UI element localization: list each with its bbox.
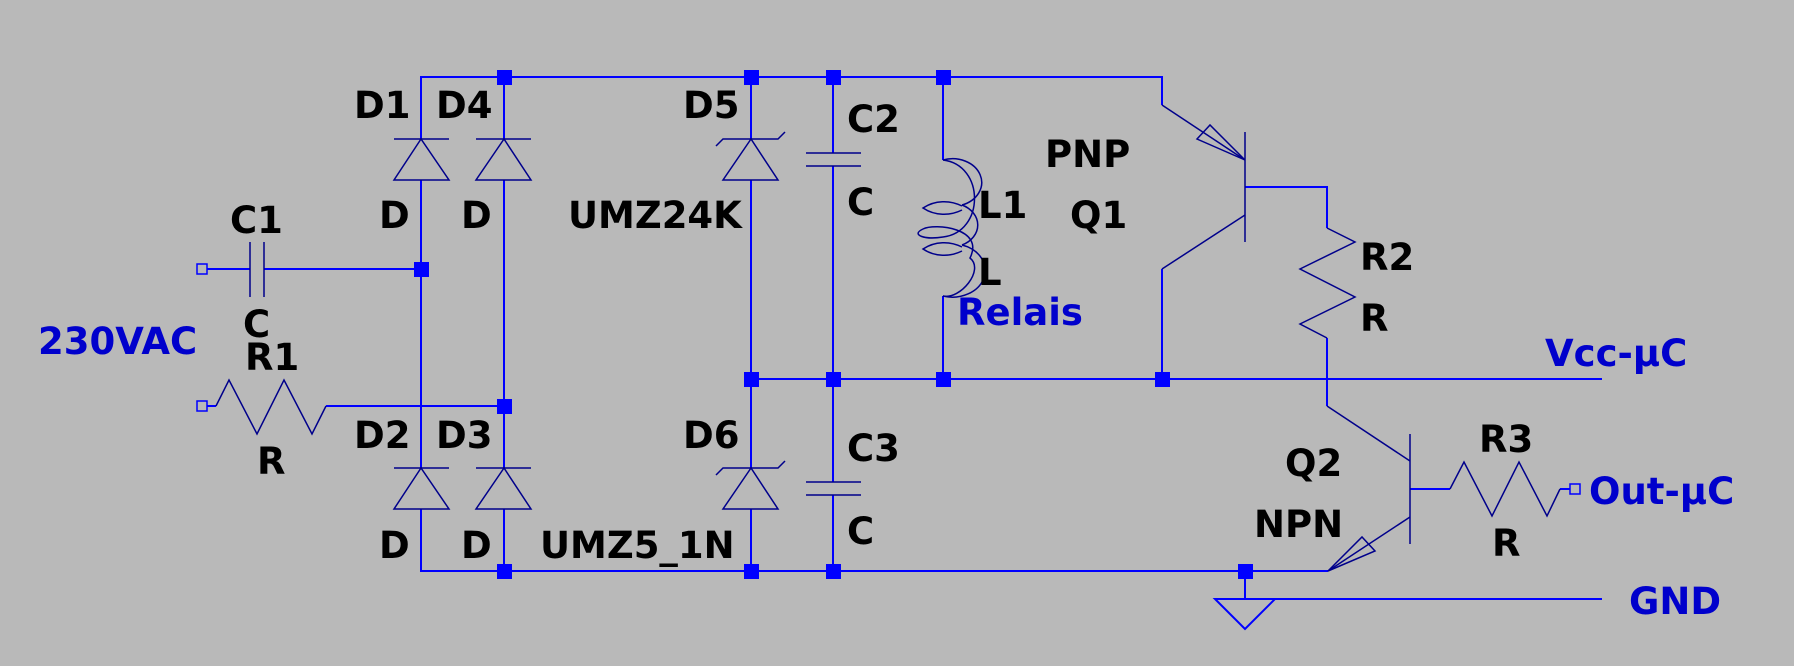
wire-d2-bottom[interactable]: [420, 509, 504, 572]
resistor-r2[interactable]: [1298, 227, 1357, 339]
label-c3-ref: C3: [847, 427, 900, 470]
diode-triangle-icon: [474, 137, 533, 181]
label-c2-ref: C2: [847, 98, 900, 141]
label-r1-ref: R1: [245, 336, 299, 379]
label-d1-value: D: [379, 194, 410, 237]
transistor-q1[interactable]: [1161, 104, 1246, 270]
label-c3-value: C: [847, 510, 874, 553]
label-r2-value: R: [1360, 297, 1389, 340]
net-label-out: Out-µC: [1589, 470, 1734, 513]
zener-d5[interactable]: [715, 131, 786, 181]
label-c2-value: C: [847, 181, 874, 224]
label-d5-ref: D5: [683, 84, 739, 127]
port-out-uc[interactable]: [1569, 483, 1581, 495]
diode-d4[interactable]: [474, 137, 533, 181]
junction: [826, 70, 841, 85]
transistor-collector: [1326, 405, 1411, 462]
capacitor-c1[interactable]: [249, 242, 265, 297]
diode-triangle-icon: [474, 466, 533, 510]
diode-d3[interactable]: [474, 466, 533, 510]
label-q2-ref: Q2: [1285, 442, 1342, 485]
label-r3-ref: R3: [1479, 418, 1533, 461]
label-d4-value: D: [461, 194, 492, 237]
junction: [936, 70, 951, 85]
transistor-q2[interactable]: [1326, 405, 1411, 572]
label-d1-ref: D1: [354, 84, 410, 127]
label-d2-ref: D2: [354, 414, 410, 457]
label-d6-value: UMZ5_1N: [540, 524, 735, 567]
junction: [826, 372, 841, 387]
junction: [1238, 564, 1253, 579]
wire-q1-base[interactable]: [1245, 186, 1328, 228]
junction: [497, 564, 512, 579]
label-d3-ref: D3: [436, 414, 492, 457]
label-l1-value: L: [978, 251, 1002, 294]
label-q1-ref: Q1: [1070, 194, 1127, 237]
junction: [826, 564, 841, 579]
capacitor-c3[interactable]: [806, 481, 861, 496]
diode-d2[interactable]: [392, 466, 451, 510]
diode-triangle-icon: [392, 466, 451, 510]
junction: [744, 70, 759, 85]
junction: [744, 564, 759, 579]
port-r1-input[interactable]: [196, 400, 208, 412]
inductor-coil-icon: [942, 157, 986, 298]
label-l1-ref: L1: [978, 184, 1027, 227]
label-r1-value: R: [257, 440, 286, 483]
label-d4-ref: D4: [436, 84, 492, 127]
net-label-relais: Relais: [957, 291, 1083, 334]
inductor-loop-icon: [921, 201, 963, 215]
label-c1-value: C: [243, 303, 270, 346]
wire-top-rail[interactable]: [420, 76, 1163, 139]
zener-triangle-icon: [721, 137, 780, 181]
ground-icon: [1212, 598, 1278, 631]
diode-triangle-icon: [392, 137, 451, 181]
label-d6-ref: D6: [683, 414, 739, 457]
emitter-arrow-icon: [1327, 535, 1377, 572]
net-label-gnd: GND: [1629, 580, 1721, 623]
resistor-r3[interactable]: [1449, 460, 1561, 518]
label-q2-value: NPN: [1254, 503, 1343, 546]
zener-triangle-icon: [721, 466, 780, 510]
diode-d1[interactable]: [392, 137, 451, 181]
transistor-collector: [1161, 214, 1246, 270]
label-r2-ref: R2: [1360, 236, 1414, 279]
net-label-230vac: 230VAC: [38, 320, 197, 363]
junction: [497, 399, 512, 414]
inductor-loop-icon: [921, 242, 963, 256]
label-q1-value: PNP: [1045, 133, 1130, 176]
resistor-r1[interactable]: [215, 378, 327, 436]
inductor-l1[interactable]: [917, 157, 986, 298]
junction: [1155, 372, 1170, 387]
zener-d6[interactable]: [715, 460, 786, 510]
emitter-arrow-icon: [1195, 123, 1246, 161]
capacitor-c2[interactable]: [806, 152, 861, 167]
label-d3-value: D: [461, 524, 492, 567]
junction: [414, 262, 429, 277]
wires: [207, 76, 1602, 600]
net-label-vcc: Vcc-µC: [1545, 332, 1687, 375]
junctions: [414, 70, 1253, 579]
label-c1-ref: C1: [230, 199, 283, 242]
label-d2-value: D: [379, 524, 410, 567]
junction: [744, 372, 759, 387]
label-d5-value: UMZ24K: [568, 194, 743, 237]
port-c1-input[interactable]: [196, 263, 208, 275]
label-r3-value: R: [1492, 522, 1521, 565]
junction: [936, 372, 951, 387]
junction: [497, 70, 512, 85]
inductor-coil-icon: [917, 159, 976, 297]
